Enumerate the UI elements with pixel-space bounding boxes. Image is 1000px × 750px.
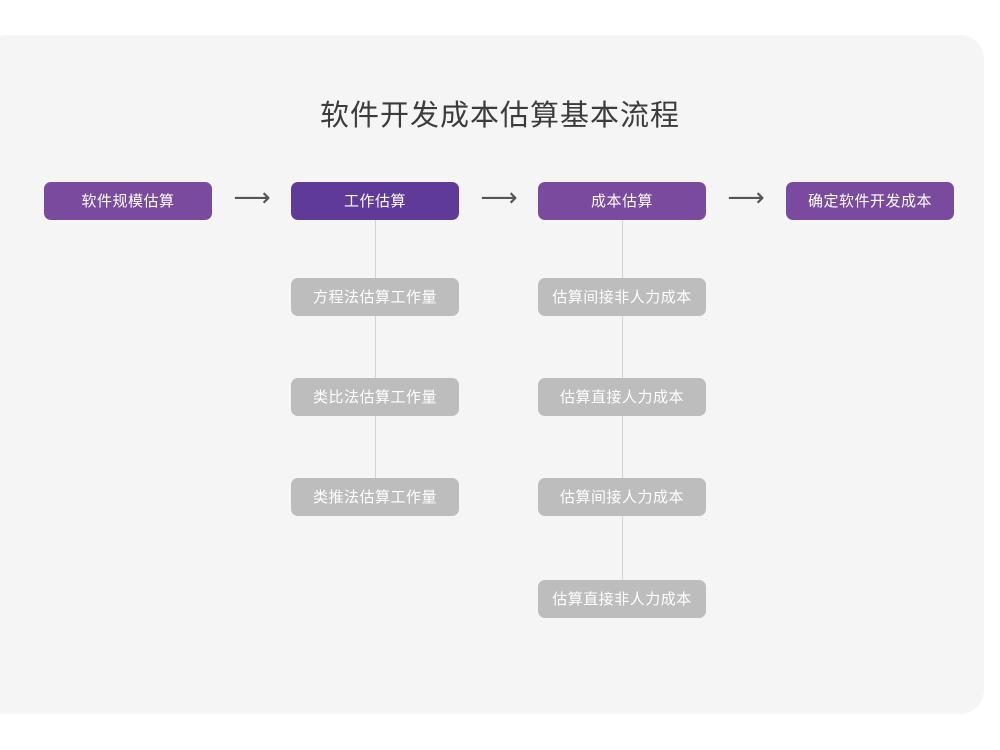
arrow-right-icon-1: ⟶ bbox=[233, 183, 271, 213]
sub-node-direct-labor-cost[interactable]: 估算直接人力成本 bbox=[538, 378, 706, 416]
arrow-right-icon-2: ⟶ bbox=[480, 183, 518, 213]
arrow-right-icon-3: ⟶ bbox=[727, 183, 765, 213]
flow-step-determine-development-cost[interactable]: 确定软件开发成本 bbox=[786, 182, 954, 220]
sub-node-direct-non-labor-cost[interactable]: 估算直接非人力成本 bbox=[538, 580, 706, 618]
content-card bbox=[0, 35, 984, 714]
connector-line-effort-branch bbox=[375, 220, 376, 500]
sub-node-equation-method-effort[interactable]: 方程法估算工作量 bbox=[291, 278, 459, 316]
flow-step-cost-estimation[interactable]: 成本估算 bbox=[538, 182, 706, 220]
page-title: 软件开发成本估算基本流程 bbox=[319, 100, 680, 132]
sub-node-inference-method-effort[interactable]: 类推法估算工作量 bbox=[291, 478, 459, 516]
flow-step-effort-estimation[interactable]: 工作估算 bbox=[291, 182, 459, 220]
sub-node-indirect-non-labor-cost[interactable]: 估算间接非人力成本 bbox=[538, 278, 706, 316]
sub-node-analogy-method-effort[interactable]: 类比法估算工作量 bbox=[291, 378, 459, 416]
flow-step-software-scale-estimation[interactable]: 软件规模估算 bbox=[44, 182, 212, 220]
sub-node-indirect-labor-cost[interactable]: 估算间接人力成本 bbox=[538, 478, 706, 516]
